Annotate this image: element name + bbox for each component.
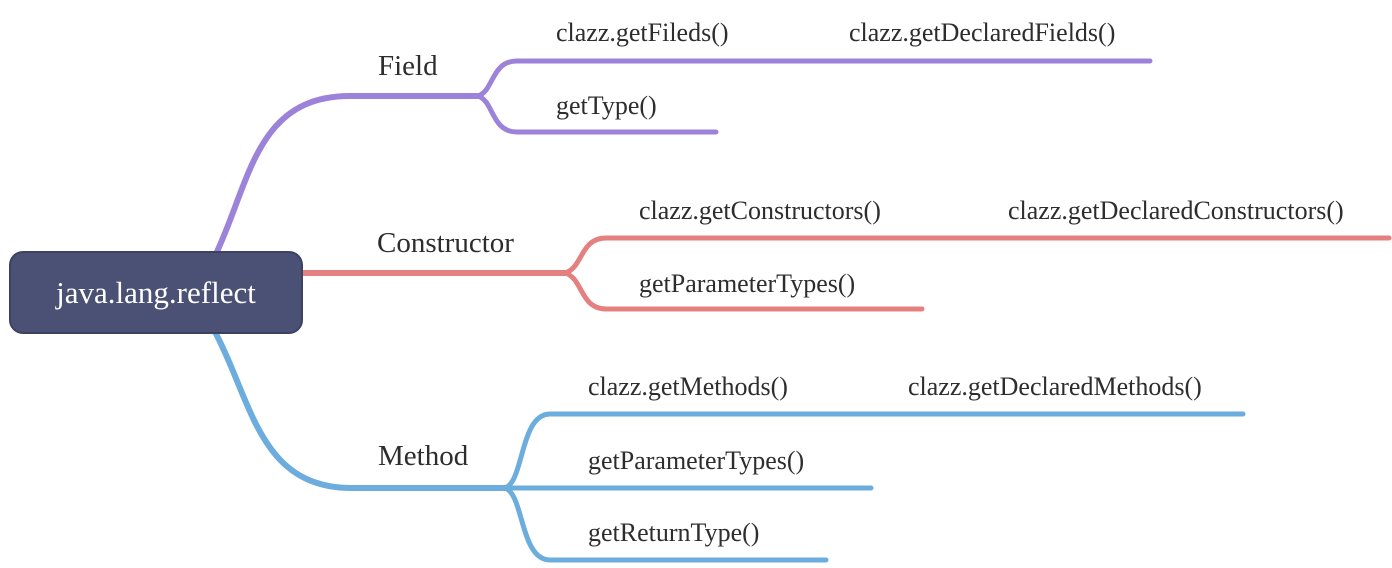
node-getparametertypes-method-label[interactable]: getParameterTypes() xyxy=(588,446,805,475)
node-clazz-getfileds-label[interactable]: clazz.getFileds() xyxy=(556,18,729,47)
field-child-getfileds-connector xyxy=(475,58,1153,99)
constructor-child-getparametertypes-connector xyxy=(562,270,925,312)
field-child-gettype-connector xyxy=(475,93,719,135)
node-clazz-getdeclaredmethods-label[interactable]: clazz.getDeclaredMethods() xyxy=(908,372,1202,401)
node-gettype-label[interactable]: getType() xyxy=(556,91,657,120)
node-clazz-getmethods-label[interactable]: clazz.getMethods() xyxy=(588,372,788,401)
method-branch-connector xyxy=(211,327,508,491)
node-getparametertypes-constructor-label[interactable]: getParameterTypes() xyxy=(639,269,856,298)
root-node-box[interactable] xyxy=(9,251,303,334)
node-method-label[interactable]: Method xyxy=(378,440,469,472)
node-clazz-getdeclaredconstructors-label[interactable]: clazz.getDeclaredConstructors() xyxy=(1008,196,1344,225)
node-getreturntype-label[interactable]: getReturnType() xyxy=(588,518,760,547)
node-field-label[interactable]: Field xyxy=(378,50,438,82)
node-constructor-label[interactable]: Constructor xyxy=(377,227,514,259)
field-branch-connector xyxy=(211,93,481,261)
constructor-child-getconstructors-connector xyxy=(562,235,1392,276)
node-clazz-getconstructors-label[interactable]: clazz.getConstructors() xyxy=(639,196,881,225)
method-child-getreturntype-connector xyxy=(502,485,829,563)
root-node-label[interactable]: java.lang.reflect xyxy=(56,274,256,310)
method-child-getmethods-connector xyxy=(502,411,1246,491)
node-clazz-getdeclaredfields-label[interactable]: clazz.getDeclaredFields() xyxy=(849,18,1116,47)
